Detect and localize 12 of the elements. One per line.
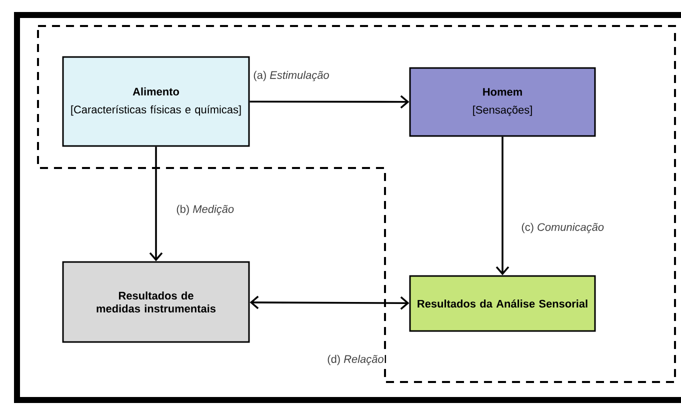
arrow	[496, 136, 510, 276]
box: Resultados da Análise Sensorial	[409, 275, 596, 332]
box: Resultados de medidas instrumentais	[62, 261, 250, 343]
edge-label: (c) Comunicação	[520, 222, 606, 234]
edge-label: (a) Estimulação	[252, 70, 330, 82]
box: Homem [Sensações]	[409, 67, 596, 137]
box: Alimento [Características físicas e químicas]	[62, 56, 250, 147]
edge-label: (b) Medição	[175, 204, 236, 216]
arrow	[250, 95, 410, 109]
arrow	[149, 146, 163, 262]
arrow	[250, 296, 410, 310]
edge-label: (d) Relação	[326, 354, 385, 366]
